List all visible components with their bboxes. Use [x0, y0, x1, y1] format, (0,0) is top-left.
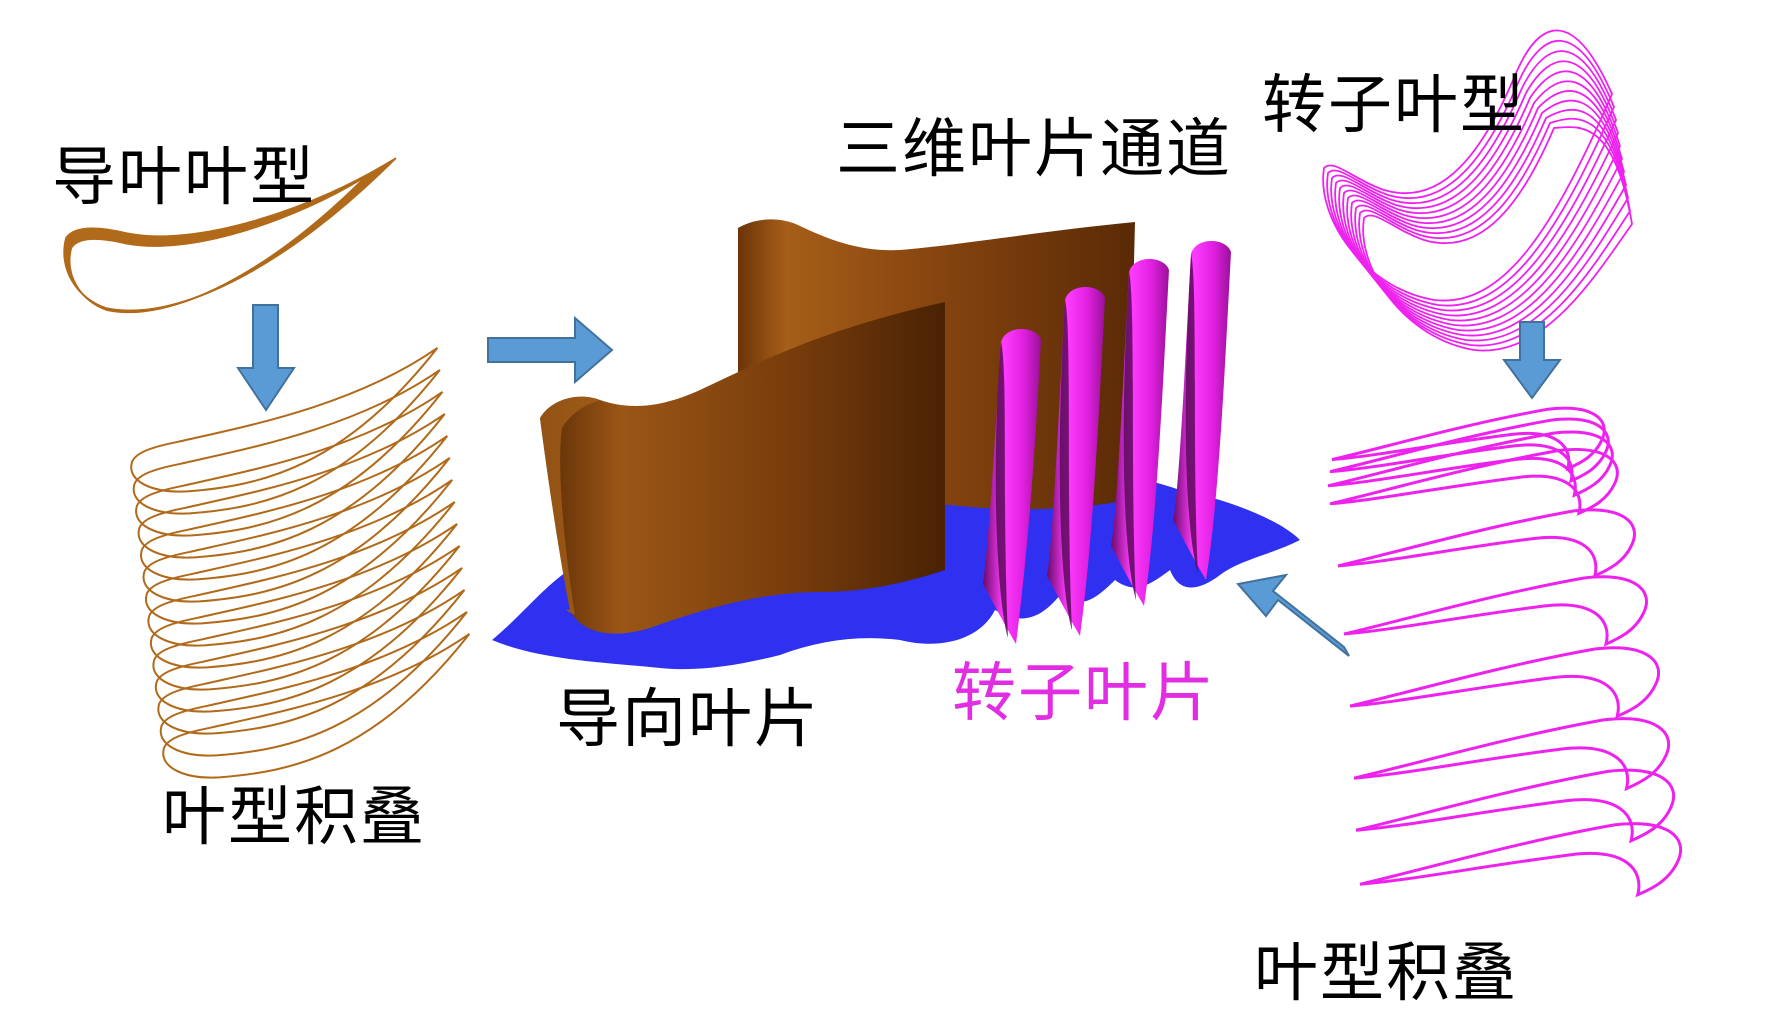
rotor-blade	[983, 329, 1041, 644]
rotor-blade	[1047, 287, 1105, 636]
arrow-up-left-icon	[1236, 573, 1350, 657]
rotor-profile-stack	[1327, 406, 1683, 898]
blade-passage-3d	[492, 219, 1300, 670]
guide-vane-profile-stack	[130, 347, 471, 779]
rotor-blade	[1173, 241, 1231, 580]
blade-passage-3d-label: 三维叶片通道	[836, 113, 1232, 187]
rotor-profile-label: 转子叶型	[1262, 69, 1526, 143]
arrow-down-icon	[236, 304, 296, 412]
guide-blade-front-edge	[540, 396, 600, 615]
rotor-profile	[1322, 29, 1633, 352]
rotor-blades	[983, 241, 1231, 644]
arrow-right-icon	[487, 315, 614, 385]
rotor-blade	[1111, 259, 1169, 606]
guide-vane-profile	[63, 157, 397, 314]
arrow-down-icon	[1502, 321, 1562, 400]
guide-blade-label: 导向叶片	[556, 683, 820, 757]
guide-vane-profile-label: 导叶叶型	[52, 141, 316, 215]
guide-blade-front	[540, 302, 945, 634]
rotor-stack-label: 叶型积叠	[1254, 937, 1518, 1010]
guide-vane-stack-label: 叶型积叠	[162, 781, 426, 855]
rotor-blade-label: 转子叶片	[952, 657, 1216, 731]
